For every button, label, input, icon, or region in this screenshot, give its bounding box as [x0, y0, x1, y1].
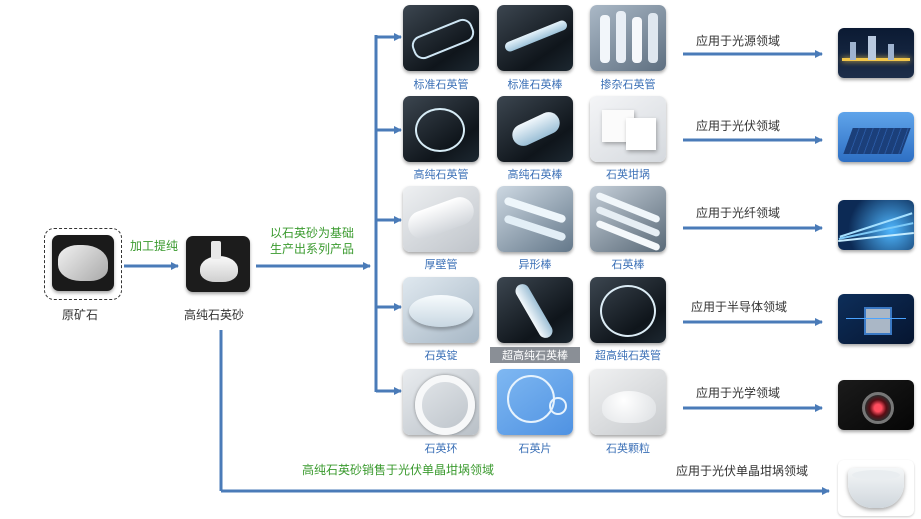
app-image-optical-fiber — [838, 200, 914, 250]
application-label: 应用于光源领域 — [696, 34, 781, 48]
step2-line1: 以石英砂为基础 — [270, 226, 355, 240]
product-tile-thick-tube — [403, 186, 479, 252]
application-label: 应用于光纤领域 — [696, 206, 781, 220]
app-image-light-source — [838, 28, 914, 78]
product-label: 石英锭 — [424, 349, 458, 362]
step2-label: 以石英砂为基础 生产出系列产品 — [270, 225, 354, 257]
product-tile-hp-tube — [403, 96, 479, 162]
app-image-crucible — [838, 460, 914, 516]
direct-sale-label: 高纯石英砂销售于光伏单晶坩埚领域 — [302, 463, 495, 477]
product-tile-uhp-tube — [590, 277, 666, 343]
product-label: 石英环 — [424, 442, 458, 455]
application-label: 应用于光学领域 — [696, 386, 781, 400]
product-tile-shaped-rod — [497, 186, 573, 252]
direct-application-label: 应用于光伏单晶坩埚领域 — [676, 464, 809, 478]
product-label: 超高纯石英管 — [595, 349, 661, 362]
application-label: 应用于光伏领域 — [696, 119, 781, 133]
product-label: 高纯石英棒 — [507, 168, 563, 181]
product-tile-quartz-rod — [590, 186, 666, 252]
product-tile-wafer — [497, 369, 573, 435]
ore-image — [52, 235, 114, 291]
step2-line2: 生产出系列产品 — [270, 242, 355, 256]
product-label: 石英颗粒 — [606, 442, 650, 455]
product-tile-hp-rod — [497, 96, 573, 162]
app-image-optics — [838, 380, 914, 430]
step1-label: 加工提纯 — [130, 239, 179, 253]
application-label: 应用于半导体领域 — [691, 300, 788, 314]
product-label: 掺杂石英管 — [600, 78, 656, 91]
product-tile-doped-tube — [590, 5, 666, 71]
product-tile-standard-rod — [497, 5, 573, 71]
product-tile-crucible — [590, 96, 666, 162]
product-label: 厚壁管 — [424, 258, 458, 271]
product-label: 石英片 — [518, 442, 552, 455]
product-tile-ingot — [403, 277, 479, 343]
ore-frame — [44, 228, 122, 300]
product-label: 标准石英棒 — [507, 78, 563, 91]
product-label: 高纯石英管 — [413, 168, 469, 181]
product-tile-granules — [590, 369, 666, 435]
product-tile-uhp-rod — [497, 277, 573, 343]
product-label: 标准石英管 — [413, 78, 469, 91]
app-image-photovoltaic — [838, 112, 914, 162]
sand-image — [186, 236, 250, 292]
product-label: 超高纯石英棒 — [490, 347, 580, 363]
app-image-semiconductor — [838, 294, 914, 344]
product-label: 石英坩埚 — [606, 168, 650, 181]
ore-label: 原矿石 — [62, 308, 99, 322]
sand-label: 高纯石英砂 — [184, 308, 245, 322]
product-label: 石英棒 — [611, 258, 645, 271]
product-tile-ring — [403, 369, 479, 435]
product-tile-standard-tube — [403, 5, 479, 71]
product-label: 异形棒 — [518, 258, 552, 271]
